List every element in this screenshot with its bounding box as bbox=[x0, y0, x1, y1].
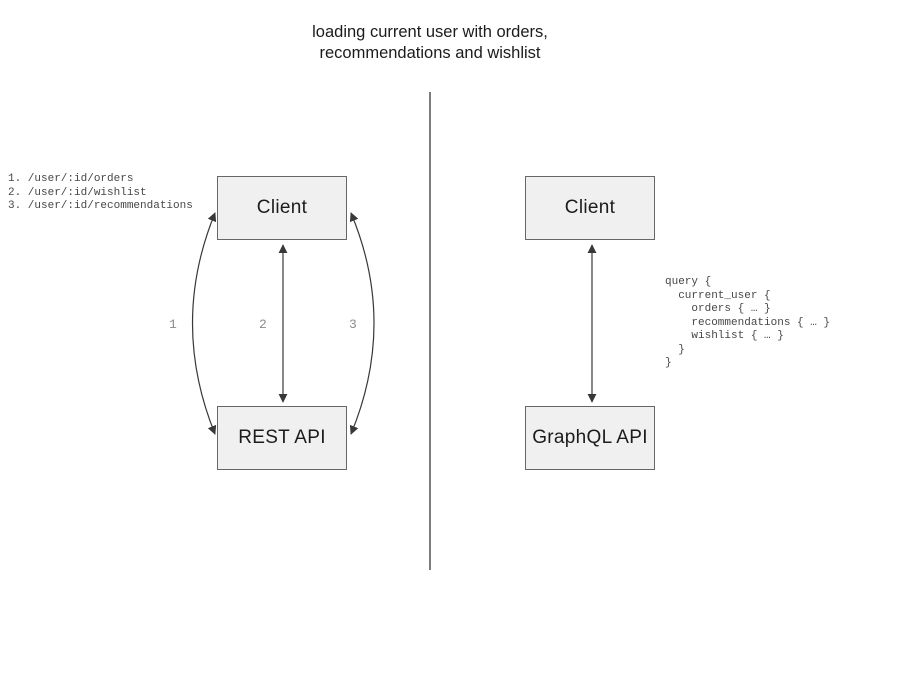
rest-arrow-3-curve bbox=[349, 212, 375, 435]
graphql-api-label: GraphQL API bbox=[532, 427, 648, 448]
diagram-title: loading current user with orders, recomm… bbox=[312, 23, 548, 62]
graphql-client-box: Client bbox=[525, 176, 655, 240]
panel-divider bbox=[429, 92, 431, 570]
rest-arrow-label-2: 2 bbox=[259, 317, 267, 332]
rest-client-box: Client bbox=[217, 176, 347, 240]
rest-arrow-1-curve bbox=[191, 212, 217, 435]
rest-endpoints-list: 1. /user/:id/orders 2. /user/:id/wishlis… bbox=[8, 173, 193, 212]
graphql-api-box: GraphQL API bbox=[525, 406, 655, 470]
graphql-query-code: query { current_user { orders { … } reco… bbox=[665, 276, 831, 369]
rest-api-box: REST API bbox=[217, 406, 347, 470]
rest-client-label: Client bbox=[256, 197, 308, 218]
graphql-client-label: Client bbox=[564, 197, 616, 218]
rest-arrow-label-3: 3 bbox=[349, 317, 357, 332]
rest-arrow-label-1: 1 bbox=[169, 317, 177, 332]
rest-api-label: REST API bbox=[238, 427, 326, 448]
